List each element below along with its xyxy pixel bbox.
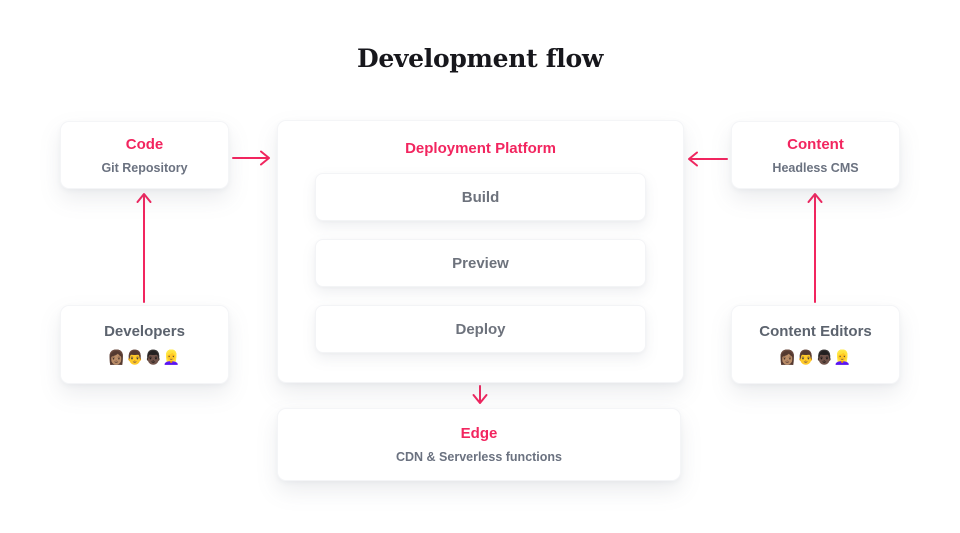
node-content-editors: Content Editors 👩🏽👨👨🏿👱‍♀️ [731,305,900,384]
arrow-content-to-platform [688,151,728,167]
edge-subtitle: CDN & Serverless functions [395,450,563,464]
content-subtitle: Headless CMS [772,161,859,175]
edge-title: Edge [460,425,498,442]
step-build-label: Build [461,188,500,206]
node-code: Code Git Repository [60,121,229,189]
step-preview: Preview [315,239,646,287]
arrow-platform-to-edge [472,385,488,404]
step-deploy-label: Deploy [455,320,506,338]
arrow-developers-to-code [136,193,152,303]
step-deploy: Deploy [315,305,646,353]
content-editors-people-emoji: 👩🏽👨👨🏿👱‍♀️ [778,349,853,365]
developers-title: Developers [104,323,185,340]
arrow-content-editors-to-content [807,193,823,303]
code-subtitle: Git Repository [101,161,188,175]
deployment-platform-title: Deployment Platform [405,140,556,157]
node-deployment-platform: Deployment Platform Build Preview Deploy [277,120,684,383]
node-content: Content Headless CMS [731,121,900,189]
step-preview-label: Preview [452,254,509,272]
node-developers: Developers 👩🏽👨👨🏿👱‍♀️ [60,305,229,384]
step-build: Build [315,173,646,221]
arrow-code-to-platform [232,150,270,166]
content-editors-title: Content Editors [759,323,872,340]
platform-steps: Build Preview Deploy [315,173,646,353]
code-title: Code [125,136,164,153]
developers-people-emoji: 👩🏽👨👨🏿👱‍♀️ [107,349,182,365]
content-title: Content [787,136,844,153]
node-edge: Edge CDN & Serverless functions [277,408,681,481]
page-title: Development flow [356,44,604,73]
